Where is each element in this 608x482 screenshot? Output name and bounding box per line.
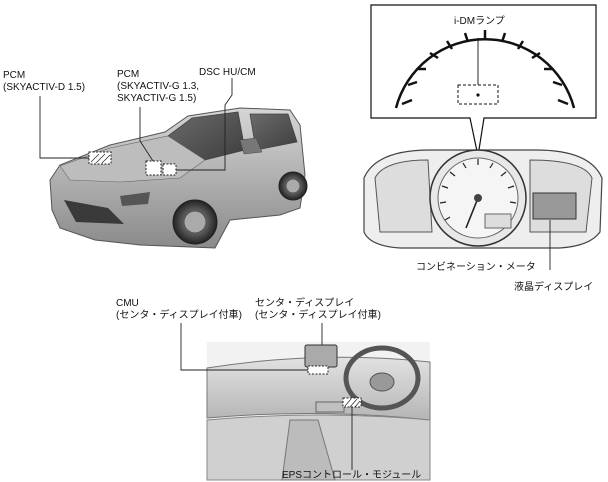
cmu-label-line1: CMU [116,298,139,309]
eps-module-label: EPSコントロール・モジュール [282,470,422,481]
pcm-g-label: PCM (SKYACTIV-G 1.3, SKYACTIV-G 1.5) [117,69,199,105]
center-display-label-line1: センタ・ディスプレイ [255,298,355,309]
pcm-d-label-line1: PCM [3,70,26,81]
combination-meter-illustration [363,149,603,270]
center-display-label: センタ・ディスプレイ (センタ・ディスプレイ付車) [255,298,381,322]
pcm-d-label: PCM (SKYACTIV-D 1.5) [3,70,85,94]
lcd-display-label: 液晶ディスプレイ [514,282,594,293]
pcm-g-label-line2: (SKYACTIV-G 1.3, [117,81,200,92]
pcm-g-label-line1: PCM [117,69,140,80]
pcm-g-location-mark [145,160,177,176]
cmu-label-line2: (センタ・ディスプレイ付車) [116,310,242,321]
pcm-g-label-line3: SKYACTIV-G 1.5) [117,93,197,104]
dsc-hu-cm-label: DSC HU/CM [199,67,256,78]
idm-lamp-label: i-DMランプ [454,16,505,27]
idm-lamp-callout [370,4,597,157]
cmu-label: CMU (センタ・ディスプレイ付車) [116,298,242,322]
dashboard-illustration [206,342,431,481]
pcm-d-label-line2: (SKYACTIV-D 1.5) [3,82,86,93]
car-illustration [49,107,308,249]
pcm-d-location-mark [88,151,112,165]
center-display-label-line2: (センタ・ディスプレイ付車) [255,310,381,321]
dashboard-leader-lines [180,323,353,470]
speedometer-ticks-enlarged [401,30,569,106]
car-leader-lines [39,78,233,171]
combination-meter-label: コンビネーション・メータ [416,262,536,273]
